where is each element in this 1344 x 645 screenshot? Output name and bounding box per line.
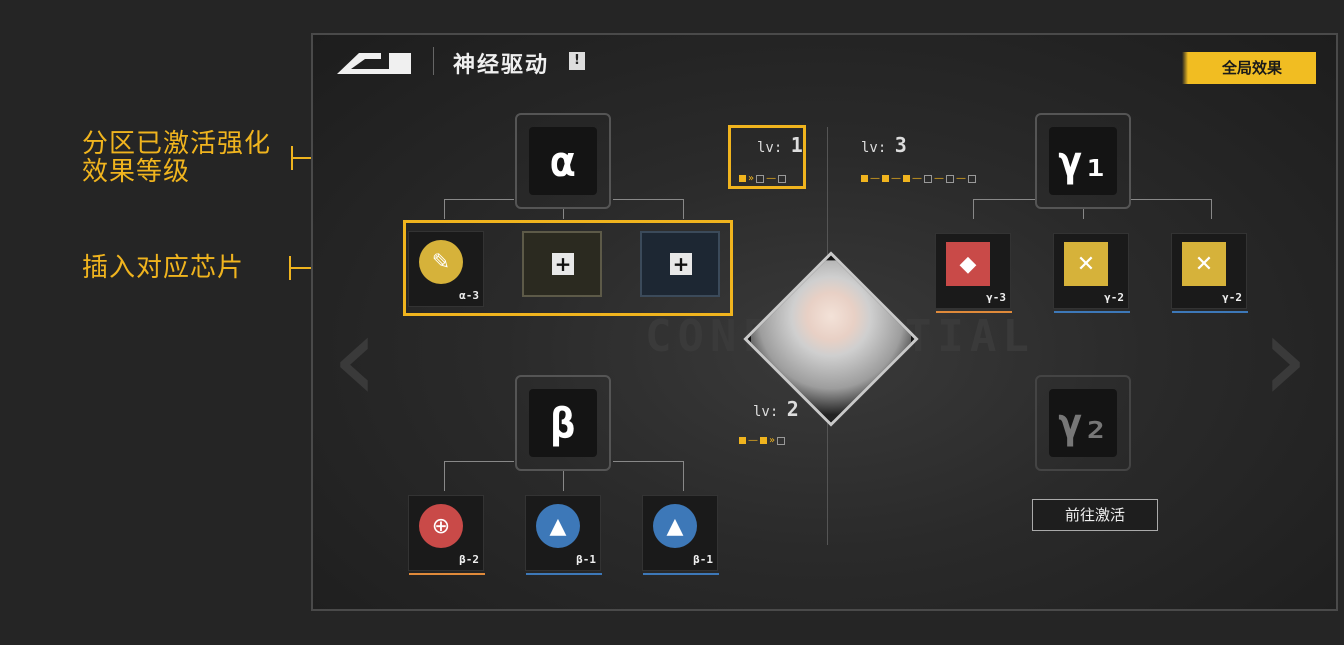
back-icon[interactable] [337, 49, 411, 75]
connector [683, 199, 684, 219]
alpha-level: lv: 1 [757, 133, 803, 157]
connector [444, 199, 445, 219]
chip-alpha-3[interactable]: ✎ α-3 [408, 231, 484, 307]
beta-glyph: β [550, 398, 576, 448]
annotation-line-chip-tick [289, 256, 291, 280]
annotation-insert-chip: 插入对应芯片 [82, 253, 245, 283]
gamma1-glyph: γ₁ [1057, 136, 1109, 186]
connector [563, 471, 564, 491]
alpha-progress: »— [739, 173, 787, 184]
node-alpha[interactable]: α [515, 113, 611, 209]
chip-beta-1[interactable]: ▲ β-1 [525, 495, 602, 575]
connector [1131, 199, 1211, 200]
nav-left-arrow[interactable]: ‹ [331, 290, 379, 429]
chip-beta-2[interactable]: ⊕ β-2 [408, 495, 485, 575]
chip-slot-empty[interactable]: + [522, 231, 602, 297]
chip-icon: ▲ [653, 504, 697, 548]
goto-activate-button[interactable]: 前往激活 [1032, 499, 1158, 531]
highlight-chips [403, 220, 733, 316]
beta-progress: —» [739, 435, 786, 446]
gamma1-level: lv: 3 [861, 133, 907, 157]
gamma2-glyph: γ₂ [1057, 398, 1109, 448]
connector [444, 199, 514, 200]
page-title: 神经驱动 [453, 53, 550, 78]
chip-gamma-2[interactable]: ✕ γ-2 [1053, 233, 1130, 313]
center-divider-bottom [827, 405, 828, 545]
gamma1-progress: ————— [861, 173, 976, 184]
connector [1211, 199, 1212, 219]
chip-slot-empty[interactable]: + [640, 231, 720, 297]
chip-beta-1[interactable]: ▲ β-1 [642, 495, 719, 575]
alpha-glyph: α [550, 136, 576, 186]
beta-level: lv: 2 [753, 397, 799, 421]
node-gamma1[interactable]: γ₁ [1035, 113, 1131, 209]
global-effect-button[interactable]: 全局效果 [1182, 52, 1316, 84]
connector [1083, 209, 1084, 219]
node-gamma2[interactable]: γ₂ [1035, 375, 1131, 471]
plus-icon: + [552, 253, 574, 275]
game-screen: 神经驱动 ! 全局效果 ‹ › CONFIDENTIAL α lv: 1 »— … [311, 33, 1338, 611]
center-divider-top [827, 127, 828, 277]
chip-gamma-3[interactable]: ◆ γ-3 [935, 233, 1012, 313]
connector [444, 461, 445, 491]
chip-icon: ✕ [1182, 242, 1226, 286]
connector [613, 461, 683, 462]
chip-gamma-2[interactable]: ✕ γ-2 [1171, 233, 1248, 313]
plus-icon: + [670, 253, 692, 275]
header-separator [433, 47, 434, 75]
info-icon[interactable]: ! [569, 52, 585, 70]
annotation-line-effect-tick [291, 146, 293, 170]
chip-icon: ◆ [946, 242, 990, 286]
highlight-level [728, 125, 806, 189]
nav-right-arrow[interactable]: › [1261, 290, 1309, 429]
connector [613, 199, 683, 200]
chip-icon: ▲ [536, 504, 580, 548]
connector [444, 461, 514, 462]
node-beta[interactable]: β [515, 375, 611, 471]
connector [973, 199, 1035, 200]
chip-icon: ⊕ [419, 504, 463, 548]
connector [973, 199, 974, 219]
chip-icon: ✕ [1064, 242, 1108, 286]
connector [683, 461, 684, 491]
connector [563, 209, 564, 219]
chip-icon: ✎ [419, 240, 463, 284]
annotation-partition-effect: 分区已激活强化效果等级 [82, 129, 272, 187]
